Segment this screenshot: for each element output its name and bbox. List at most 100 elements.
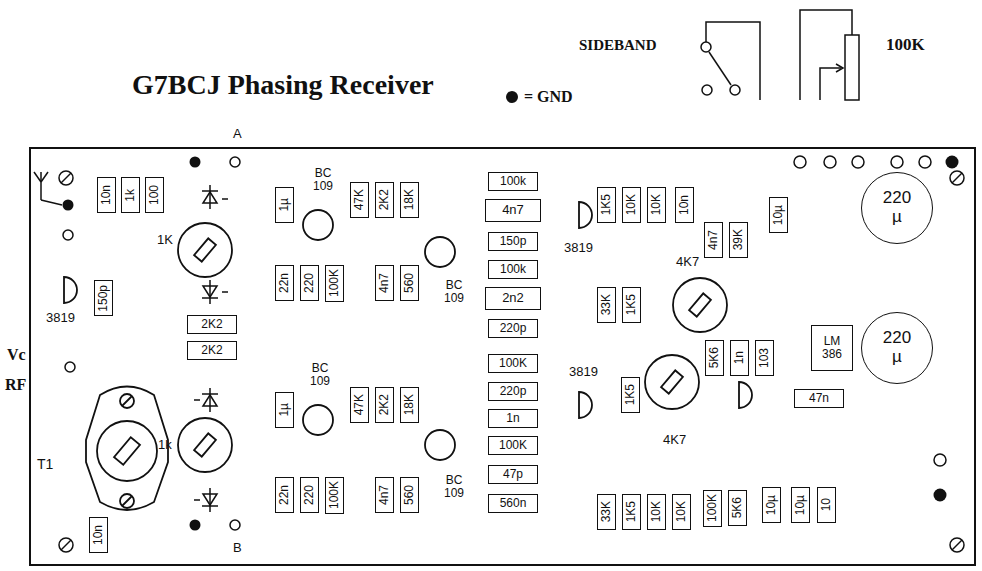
antenna-symbol — [34, 172, 62, 205]
component-value: 150p — [500, 235, 527, 248]
component-value: 100K — [499, 357, 527, 370]
component-box: 1K5 — [622, 287, 641, 323]
transistor-label: 3819 — [569, 365, 598, 379]
component-value: 100K — [706, 494, 719, 522]
ic-box: LM 386 — [811, 325, 853, 371]
component-box: 1n — [730, 340, 749, 376]
component-box: 2K2 — [187, 341, 237, 360]
component-box: 1K5 — [621, 377, 640, 413]
component-value: 18K — [403, 189, 416, 210]
component-value: 10n — [678, 195, 691, 215]
component-value: 220 — [303, 485, 316, 505]
component-value: 10µ — [794, 495, 807, 515]
component-box: 100K — [325, 265, 344, 302]
component-value: 10n — [100, 185, 113, 205]
component-value: 47K — [353, 189, 366, 210]
component-box: 2K2 — [375, 387, 394, 423]
component-value: 47K — [353, 394, 366, 415]
pot-label: 100K — [886, 36, 925, 55]
component-box: 1k — [121, 177, 140, 213]
component-box: 150p — [488, 232, 538, 251]
component-value: 33K — [600, 294, 613, 315]
component-box: 100K — [488, 354, 538, 373]
test-point-label: B — [233, 541, 242, 555]
component-value: 150p — [97, 285, 110, 312]
component-value: 5K6 — [731, 497, 744, 518]
electrolytic-capacitor: 220 µ — [861, 172, 933, 244]
component-value: 4n7 — [502, 203, 524, 217]
part-label: T1 — [37, 457, 53, 472]
component-box: 47p — [488, 465, 538, 484]
component-value: 1K5 — [625, 501, 638, 522]
component-value: 100K — [499, 439, 527, 452]
component-value: 1µ — [278, 403, 291, 417]
component-value: 220 — [303, 273, 316, 293]
component-box: 47K — [350, 387, 369, 423]
component-value: LM 386 — [817, 335, 847, 361]
component-value: 18K — [403, 394, 416, 415]
component-box: 10K — [672, 494, 691, 530]
component-box: 10n — [97, 177, 116, 213]
switch-label: SIDEBAND — [579, 37, 657, 54]
component-value: 1K5 — [624, 384, 637, 405]
component-value: 1n — [506, 412, 519, 425]
component-box: 1K5 — [597, 187, 616, 223]
component-value: 1k — [124, 189, 137, 202]
component-value: 1µ — [278, 198, 291, 212]
component-value: 47p — [503, 468, 523, 481]
component-value: 220 µ — [879, 329, 915, 366]
component-box: 150p — [94, 280, 113, 316]
component-value: 1K5 — [625, 294, 638, 315]
trimmer-label: 1K — [157, 233, 173, 247]
component-value: 2K2 — [201, 344, 222, 357]
component-box: 100K — [488, 436, 538, 455]
component-box: 10 — [817, 487, 836, 523]
diagram-title: G7BCJ Phasing Receiver — [132, 70, 434, 101]
component-value: 100k — [500, 263, 526, 276]
trimmer-pot — [178, 223, 727, 472]
transistor-label: BC 109 — [307, 362, 333, 388]
component-box: 10µ — [769, 197, 788, 233]
component-box: 2K2 — [375, 182, 394, 218]
component-value: 22n — [278, 273, 291, 293]
component-value: 100k — [500, 175, 526, 188]
transistor-label: 3819 — [564, 241, 593, 255]
capacitor-box: 4n7 — [485, 199, 541, 222]
trimmer-label: 4K7 — [676, 255, 699, 269]
component-box: 33K — [597, 494, 616, 530]
legend-text: = GND — [524, 88, 573, 106]
component-value: 39K — [732, 229, 745, 250]
component-box: 100 — [145, 177, 164, 213]
component-box: 560n — [488, 494, 538, 513]
trimmer-label: 4K7 — [663, 433, 686, 447]
component-value: 560 — [403, 273, 416, 293]
component-value: 10K — [675, 501, 688, 522]
component-value: 220 µ — [879, 189, 915, 226]
component-value: 22n — [278, 485, 291, 505]
transistor-label: BC 109 — [441, 279, 467, 305]
component-value: 560n — [500, 497, 527, 510]
component-box: 47n — [794, 389, 844, 408]
component-value: 5K6 — [708, 347, 721, 368]
component-value: 2K2 — [378, 394, 391, 415]
component-box: 1µ — [275, 187, 294, 223]
component-box: 10µ — [762, 487, 781, 523]
component-box: 5K6 — [705, 340, 724, 376]
component-box: 1n — [488, 409, 538, 428]
component-box: 47K — [350, 182, 369, 218]
component-value: 220p — [500, 385, 527, 398]
component-value: 10 — [820, 498, 833, 511]
component-value: 10n — [92, 525, 105, 545]
board-outline — [30, 148, 975, 565]
component-box: 22n — [275, 477, 294, 513]
component-box: 1µ — [275, 392, 294, 428]
component-value: 10K — [650, 501, 663, 522]
component-box: 10n — [89, 517, 108, 553]
terminal-label: RF — [5, 376, 26, 394]
component-box: 2K2 — [187, 315, 237, 334]
transistor-label: BC 109 — [310, 167, 336, 193]
transistor-label: BC 109 — [441, 474, 467, 500]
component-box: 103 — [755, 340, 774, 376]
component-box: 100K — [325, 477, 344, 514]
component-value: 10K — [625, 194, 638, 215]
